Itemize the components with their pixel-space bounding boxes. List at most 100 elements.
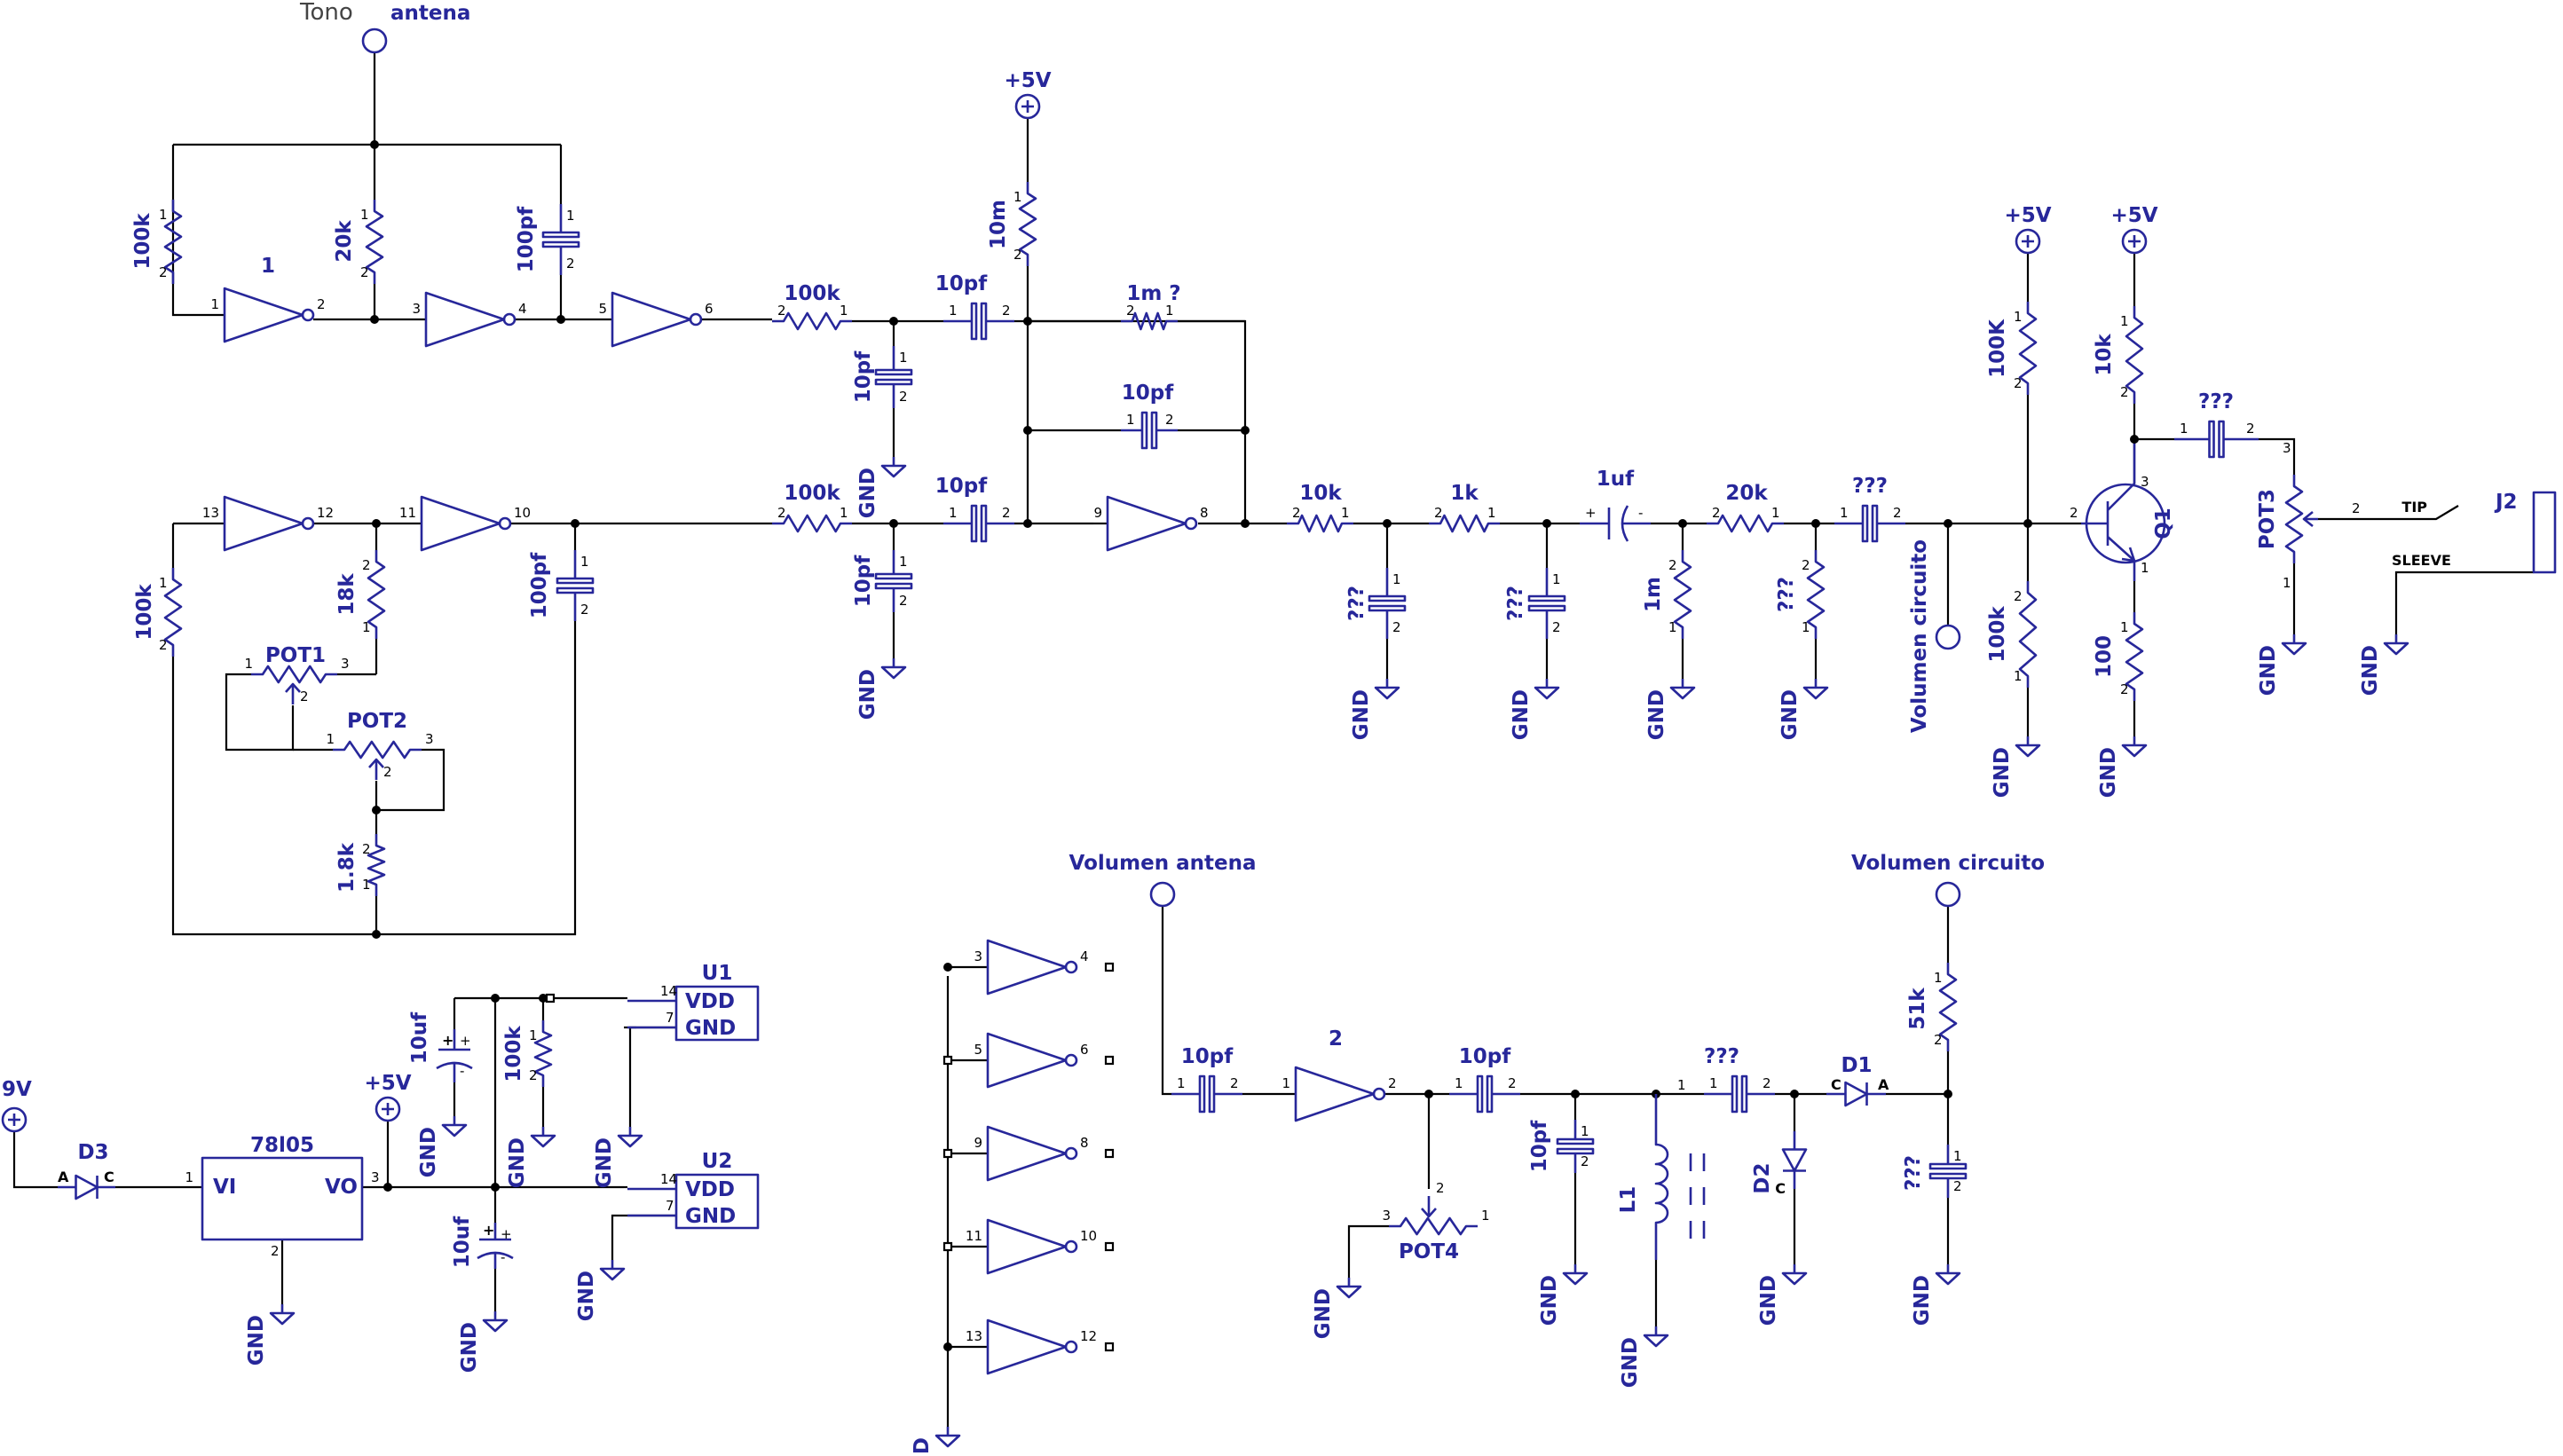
resistor-value: 100 (2093, 635, 2116, 678)
pin-number: 2 (362, 841, 371, 857)
resistor-value: 100k (131, 213, 154, 270)
pin-number: 1 (1840, 505, 1849, 521)
pin-number: 8 (1200, 505, 1209, 521)
gnd-symbol: GND (1757, 1264, 1808, 1326)
pin-c: C (104, 1169, 114, 1185)
pin-number: 1 (566, 208, 575, 224)
pin-marker (1104, 1148, 1115, 1159)
pin-number: 2 (2014, 375, 2023, 391)
pin-number: 10 (514, 505, 531, 521)
gnd-symbol: GND (1312, 1278, 1362, 1339)
gnd-symbol: GND (1538, 1264, 1589, 1326)
pin-number: 1 (2120, 619, 2129, 635)
pin-marker (1104, 1055, 1115, 1066)
pin-number: 2 (2352, 500, 2361, 516)
refdes: U2 (702, 1150, 733, 1173)
power-9v: 9V (1, 1078, 32, 1133)
gnd-symbol: GND (911, 1427, 961, 1456)
pin-number: 2 (1581, 1153, 1589, 1169)
pin-number: 2 (580, 602, 589, 618)
refdes: 78l05 (250, 1134, 314, 1157)
pin-number: 1 (159, 207, 168, 223)
pin-number: 10 (1080, 1228, 1097, 1244)
pin-number: 1 (185, 1169, 193, 1185)
junction-dot (2130, 435, 2139, 444)
pin-number: 1 (1487, 505, 1496, 521)
pin-number: 13 (966, 1328, 982, 1344)
pin-number: 12 (317, 505, 334, 521)
junction-dot (370, 140, 379, 149)
junction-dot (372, 806, 381, 815)
refdes-d1: D1 (1841, 1054, 1872, 1077)
pin-number: 1 (529, 1027, 538, 1043)
gnd-label: GND (575, 1271, 598, 1321)
d3-diode (58, 1174, 115, 1200)
gnd-label: GND (1619, 1337, 1642, 1388)
junction-dot (372, 519, 381, 528)
gnd-symbol: GND (1991, 736, 2041, 798)
pin-a: A (1878, 1076, 1889, 1093)
power-label: +5V (2004, 204, 2051, 227)
gnd-label: GND (1778, 689, 1802, 740)
gnd-label: GND (245, 1315, 268, 1365)
pin-number: 2 (271, 1243, 280, 1259)
capacitor-value: 10pf (852, 555, 875, 607)
resistor-value: 1m ? (1126, 282, 1180, 305)
resistor-value: 1k (1450, 482, 1479, 505)
pin-number: 2 (300, 689, 309, 704)
polarity-plus: + (483, 1222, 494, 1239)
capacitor-value: ??? (1852, 475, 1888, 498)
inverter-bubble (1064, 1340, 1078, 1354)
pin-number: 2 (1802, 557, 1810, 573)
pin-number: 1 (1126, 412, 1135, 428)
pin-number: 2 (899, 389, 908, 405)
pin-number: 1 (1953, 1148, 1962, 1164)
gnd-symbol: GND (856, 457, 907, 518)
c-unk-vol-out: ???12 (1902, 1145, 1968, 1198)
pin-number: 1 (2014, 668, 2023, 684)
c-10uf-top: +10uf+- (408, 1011, 473, 1082)
refdes: Q1 (2152, 508, 2175, 539)
pin-number: 6 (1080, 1042, 1089, 1058)
pin-number: 2 (1165, 412, 1174, 428)
refdes-d3: D3 (77, 1141, 108, 1164)
refdes: POT3 (2256, 489, 2279, 549)
pin-marker (545, 993, 556, 1003)
pin-number: 7 (666, 1010, 674, 1026)
pin-number: 2 (2246, 421, 2255, 437)
pin-number: - (501, 1249, 505, 1265)
pin-number: 2 (777, 505, 786, 521)
pin-number: 1 (1771, 505, 1780, 521)
pin-number: - (1638, 505, 1643, 521)
pin-number: 1 (244, 656, 253, 672)
junction-dot (1241, 426, 1250, 435)
pin-number: 1 (899, 554, 908, 570)
gnd-label: GND (856, 669, 879, 720)
pin-number: 1 (1802, 619, 1810, 635)
junction-dot (571, 519, 580, 528)
pin-number: 14 (660, 1171, 677, 1187)
junction-dot (1023, 519, 1032, 528)
junction-dot (491, 994, 500, 1003)
gnd-symbol: GND (1645, 679, 1696, 740)
capacitor-value: 10pf (1459, 1045, 1511, 1068)
capacitor-value: 100pf (515, 206, 538, 272)
junction-dot (556, 315, 565, 324)
c-unk-2: ???12 (1504, 568, 1566, 639)
pin-number: 3 (425, 731, 434, 747)
sleeve-label: SLEEVE (2392, 552, 2451, 569)
junction-dot (1424, 1090, 1433, 1098)
gnd-label: GND (417, 1127, 440, 1177)
pin-number: 1 (2141, 560, 2149, 576)
pin-number: 11 (966, 1228, 982, 1244)
d2-diode (1781, 1131, 1808, 1189)
pin-number: 2 (1388, 1075, 1397, 1091)
pin-number: 2 (1953, 1178, 1962, 1194)
